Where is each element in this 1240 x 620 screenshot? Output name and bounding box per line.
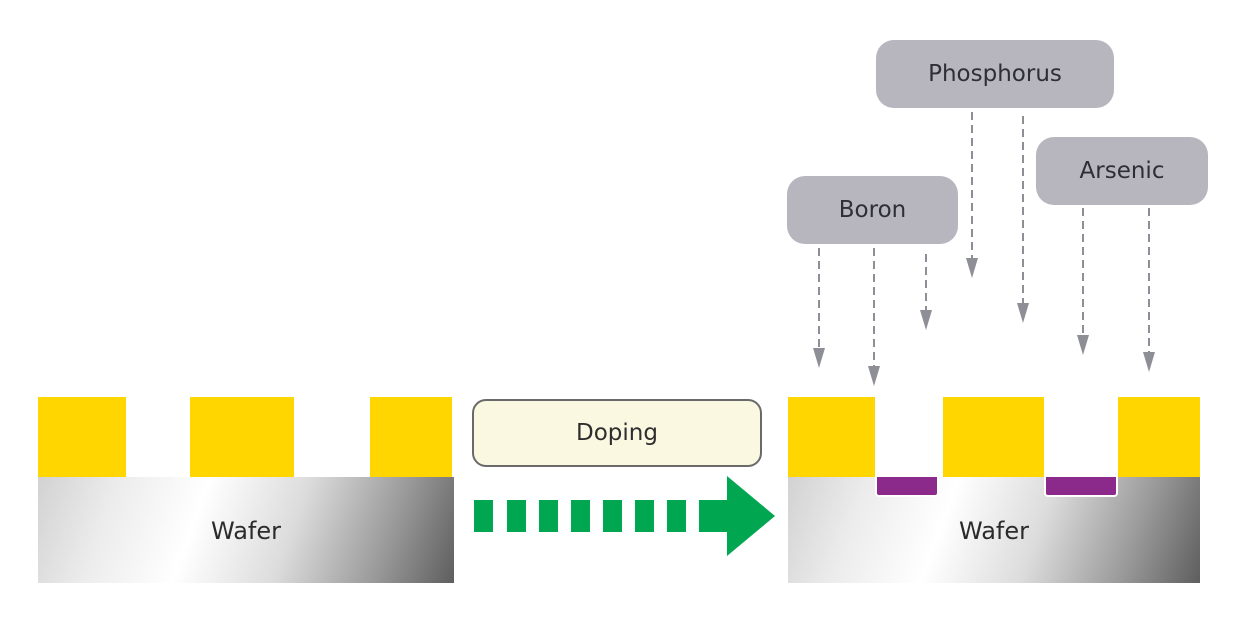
arsenic-label: Arsenic (1079, 158, 1165, 184)
arrowhead-icon (813, 348, 825, 368)
arrowhead-icon (920, 310, 932, 330)
arrowhead-icon (1077, 335, 1089, 355)
arrowhead-icon (966, 258, 978, 278)
doped-region (875, 477, 939, 497)
arrowhead-icon (1143, 352, 1155, 372)
doping-step-label: Doping (576, 420, 658, 446)
arsenic-source-box: Arsenic (1036, 137, 1208, 205)
photoresist-mask-block (38, 397, 126, 477)
photoresist-mask-block (788, 397, 875, 477)
doping-step-box: Doping (472, 399, 762, 467)
arrowhead-icon (868, 366, 880, 386)
wafer-label: Wafer (211, 517, 281, 545)
wafer-after: Wafer (788, 477, 1200, 583)
phosphorus-source-box: Phosphorus (876, 40, 1114, 108)
wafer-before: Wafer (38, 477, 454, 583)
photoresist-mask-block (370, 397, 452, 477)
phosphorus-label: Phosphorus (928, 61, 1062, 87)
ion-arrowheads (813, 258, 1155, 386)
photoresist-mask-block (943, 397, 1044, 477)
photoresist-mask-block (190, 397, 294, 477)
wafer-label: Wafer (959, 517, 1029, 545)
boron-label: Boron (838, 197, 907, 223)
arrowhead-icon (1017, 303, 1029, 323)
photoresist-mask-block (1118, 397, 1200, 477)
boron-source-box: Boron (787, 176, 958, 244)
doped-region (1044, 477, 1118, 497)
process-arrow (474, 476, 775, 556)
ion-arrows (818, 112, 1150, 368)
